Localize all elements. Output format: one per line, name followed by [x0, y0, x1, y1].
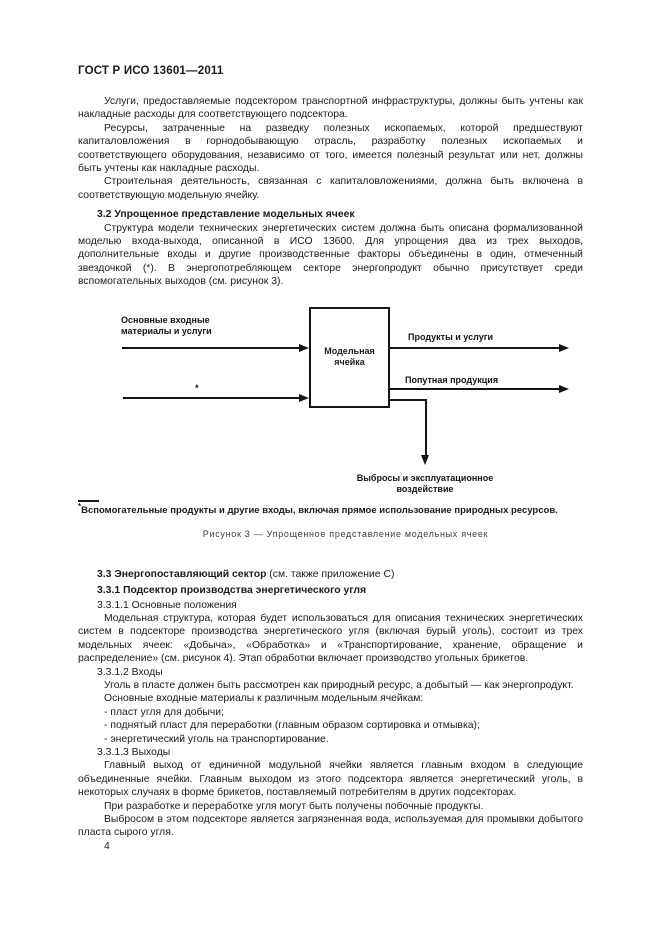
arrow-right-icon: [299, 393, 309, 402]
page-number: 4: [104, 840, 110, 852]
output-arrow-products: [390, 346, 559, 349]
heading-3-3-1-2: 3.3.1.2 Входы: [97, 666, 163, 678]
paragraph-emission: Выбросом в этом подсекторе является загр…: [78, 814, 583, 839]
page-content: ГОСТ Р ИСО 13601—2011 Услуги, предоставл…: [78, 64, 583, 853]
figure-footnote: *Вспомогательные продукты и другие входы…: [78, 501, 578, 516]
heading-3-3-1-1: 3.3.1.1 Основные положения: [97, 599, 237, 611]
arrow-right-icon: [299, 343, 309, 352]
list-item: - энергетический уголь на транспортирова…: [104, 733, 329, 745]
paragraph-inputs-intro: Основные входные материалы к различным м…: [104, 693, 424, 705]
paragraph-services: Услуги, предоставляемые подсектором тран…: [78, 96, 583, 121]
arrow-down-icon: [421, 454, 429, 465]
footnote-separator: [78, 499, 99, 502]
figure-output-byproduct-label: Попутная продукция: [405, 374, 499, 385]
heading-3-3-1: 3.3.1 Подсектор производства энергетичес…: [97, 585, 367, 597]
heading-3-3-bold: 3.3 Энергопоставляющий сектор: [97, 568, 267, 580]
figure-output-products-label: Продукты и услуги: [408, 331, 493, 342]
paragraph-structure: Структура модели технических энергетичес…: [78, 222, 583, 288]
paragraph-resources: Ресурсы, затраченные на разведку полезны…: [78, 122, 583, 175]
footnote-text: Вспомогательные продукты и другие входы,…: [81, 504, 558, 516]
heading-3-3: 3.3 Энергопоставляющий сектор (см. также…: [78, 568, 583, 581]
list-item: - поднятый пласт для переработки (главны…: [104, 720, 480, 732]
heading-3-3-1-3: 3.3.1.3 Выходы: [97, 746, 171, 758]
paragraph-main-output: Главный выход от единичной модульной яче…: [78, 760, 583, 799]
heading-3-3-rest: (см. также приложение C): [266, 568, 395, 580]
model-cell-label: Модельная ячейка: [324, 346, 375, 368]
heading-3-2: 3.2 Упрощенное представление модельных я…: [97, 209, 355, 221]
figure-emissions-label: Выбросы и эксплуатационное воздействие: [356, 472, 494, 495]
emissions-arrow-horizontal: [390, 398, 427, 401]
model-cell-box: Модельная ячейка: [309, 306, 390, 408]
paragraph-construction: Строительная деятельность, связанная с к…: [78, 176, 583, 201]
figure-3-diagram: Основные входные материалы и услуги * Мо…: [78, 289, 583, 545]
paragraph-model-structure: Модельная структура, которая будет испол…: [78, 612, 583, 665]
paragraph-byproducts: При разработке и переработке угля могут …: [104, 800, 484, 812]
input-arrow-2: [123, 396, 299, 399]
document-title: ГОСТ Р ИСО 13601—2011: [78, 65, 224, 77]
arrow-right-icon: [559, 384, 569, 393]
figure-input-label: Основные входные материалы и услуги: [121, 314, 212, 337]
figure-asterisk-marker: *: [195, 382, 199, 393]
arrow-right-icon: [559, 343, 569, 352]
figure-caption: Рисунок 3 — Упрощенное представление мод…: [202, 528, 489, 539]
list-item: - пласт угля для добычи;: [104, 706, 224, 718]
input-arrow-1: [122, 346, 299, 349]
paragraph-coal-seam: Уголь в пласте должен быть рассмотрен ка…: [104, 679, 574, 691]
emissions-arrow-vertical: [425, 398, 427, 455]
footnote-marker: *: [78, 501, 82, 511]
output-arrow-byproduct: [390, 387, 559, 390]
